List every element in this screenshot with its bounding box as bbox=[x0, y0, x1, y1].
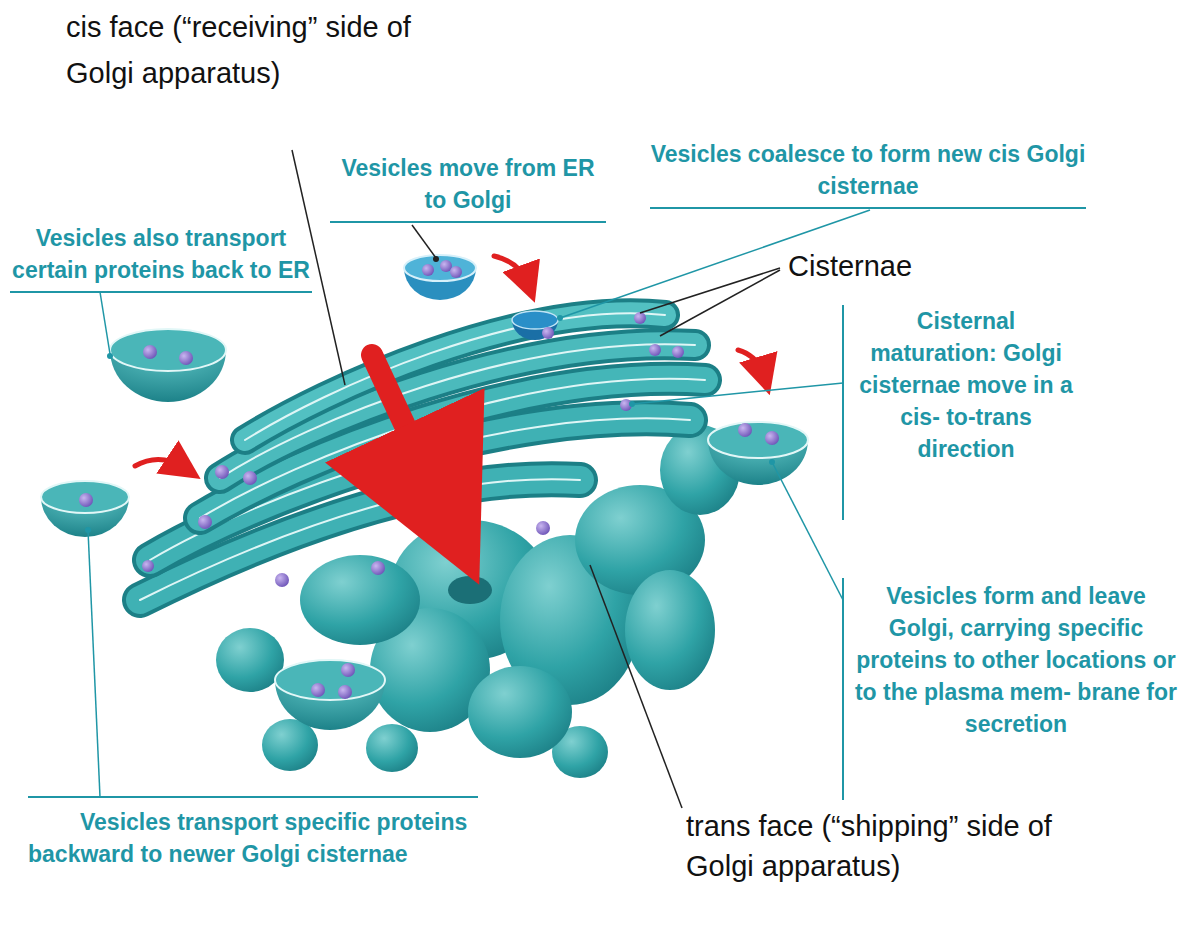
callout-text: Vesicles move from ER to Golgi bbox=[330, 152, 606, 216]
part-name: Cisternae bbox=[788, 248, 988, 284]
face-label: cis face (“receiving” side of Golgi appa… bbox=[66, 4, 458, 96]
callout-text: Vesicles transport specific proteins bac… bbox=[28, 806, 480, 870]
callout-text: Vesicles form and leave Golgi, carrying … bbox=[852, 580, 1180, 740]
callout-text: Cisternal maturation: Golgi cisternae mo… bbox=[852, 305, 1080, 465]
callout-text: Vesicles also transport certain proteins… bbox=[10, 222, 312, 286]
face-label: trans face (“shipping” side of Golgi app… bbox=[686, 806, 1076, 886]
callout-text: Vesicles coalesce to form new cis Golgi … bbox=[650, 138, 1086, 202]
